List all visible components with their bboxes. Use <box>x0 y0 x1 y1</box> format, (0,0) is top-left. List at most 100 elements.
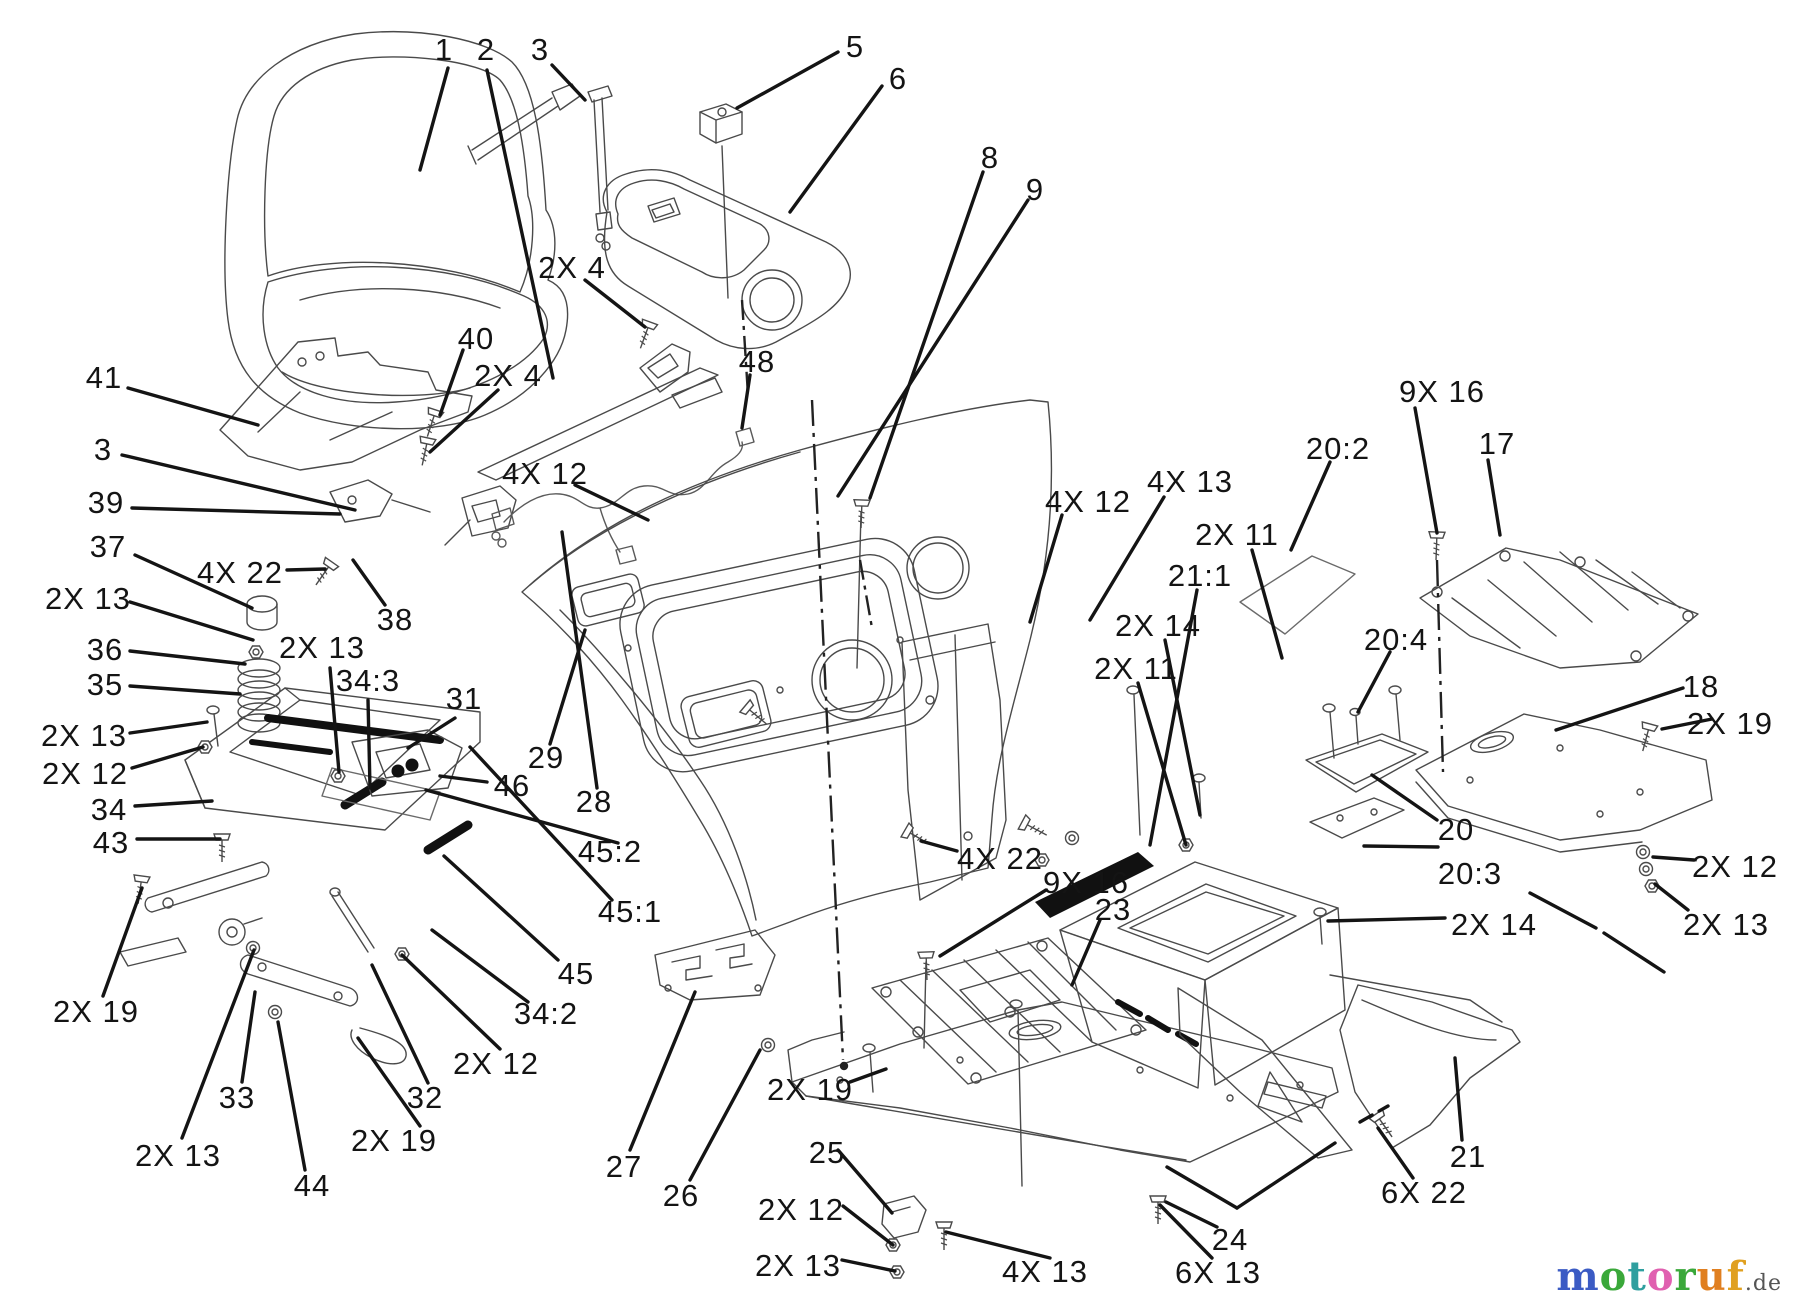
plate-18-drawing <box>1415 713 1713 853</box>
callout-label: 9X 16 <box>1399 374 1485 409</box>
callout-label: 33 <box>219 1080 255 1115</box>
console-box-drawing <box>1035 852 1346 1089</box>
watermark-letter: f <box>1726 1253 1745 1300</box>
watermark-letter: r <box>1674 1253 1697 1300</box>
callout-label: 29 <box>528 740 564 775</box>
watermark-letter: o <box>1599 1253 1628 1300</box>
fender-drawing <box>521 399 1053 937</box>
callout-label: 41 <box>86 360 122 395</box>
callout-label: 23 <box>1095 892 1131 927</box>
callout-label: 8 <box>981 140 999 175</box>
spring-stack-drawing <box>206 595 281 747</box>
callout-label: 34 <box>91 792 127 827</box>
watermark-logo: motoruf.de <box>1556 1253 1782 1300</box>
callout-label: 24 <box>1212 1222 1248 1257</box>
leader-lines <box>101 50 1714 1273</box>
callout-label: 17 <box>1479 426 1515 461</box>
callout-label: 28 <box>576 784 612 819</box>
callout-label: 27 <box>606 1149 642 1184</box>
callout-label: 2X 19 <box>351 1123 437 1158</box>
callout-label: 2X 19 <box>53 994 139 1029</box>
callout-label: 26 <box>663 1178 699 1213</box>
callout-label: 2X 19 <box>1687 706 1773 741</box>
callout-label: 4X 12 <box>502 456 588 491</box>
callout-label: 2X 11 <box>1094 651 1178 686</box>
callout-label: 2 <box>477 32 495 67</box>
sheet-20-2-drawing <box>1239 555 1356 635</box>
callout-label: 1 <box>435 32 453 67</box>
switch-drawing <box>699 103 743 299</box>
callout-label: 6X 22 <box>1381 1175 1467 1210</box>
callout-label: 35 <box>87 667 123 702</box>
callout-label: 2X 12 <box>1692 849 1778 884</box>
callout-label: 2X 11 <box>1195 517 1279 552</box>
harness-drawing <box>491 427 755 565</box>
callout-label: 21 <box>1450 1139 1486 1174</box>
callout-label: 44 <box>294 1168 330 1203</box>
callout-label: 45:1 <box>598 894 662 929</box>
side-panel-drawings <box>1177 974 1521 1159</box>
callout-label: 2X 12 <box>453 1046 539 1081</box>
support-panel-drawing <box>901 623 1007 901</box>
callout-label: 2X 19 <box>767 1072 853 1107</box>
latch-drawings <box>329 343 723 546</box>
callout-label: 2X 4 <box>474 358 542 393</box>
callout-label: 48 <box>739 344 775 379</box>
callout-label: 4X 12 <box>1045 484 1131 519</box>
callout-label: 34:2 <box>514 996 578 1031</box>
callout-label: 2X 13 <box>279 630 365 665</box>
callout-label: 2X 13 <box>135 1138 221 1173</box>
watermark-letter: o <box>1646 1253 1675 1300</box>
callout-label: 4X 22 <box>957 841 1043 876</box>
watermark-letter: t <box>1627 1253 1647 1300</box>
callout-label: 20:3 <box>1438 856 1502 891</box>
callout-label: 2X 13 <box>41 718 127 753</box>
callout-label: 46 <box>494 768 530 803</box>
callout-label: 20:2 <box>1306 431 1370 466</box>
callout-label: 3 <box>94 432 112 467</box>
hinge-strip-drawing <box>477 367 719 481</box>
callout-label: 38 <box>377 602 413 637</box>
callout-label: 2X 13 <box>45 581 131 616</box>
seat-strut-drawing <box>467 83 613 251</box>
callout-label: 5 <box>846 29 864 64</box>
callout-label: 2X 12 <box>42 756 128 791</box>
callout-label: 2X 14 <box>1451 907 1537 942</box>
callout-label: 21:1 <box>1168 558 1232 593</box>
callout-label: 2X 12 <box>758 1192 844 1227</box>
bracket-27-drawing <box>654 929 776 1001</box>
watermark-letter: u <box>1696 1253 1727 1300</box>
callout-label: 2X 14 <box>1115 608 1201 643</box>
center-lines <box>740 299 1445 1071</box>
footrest-17-drawing <box>1419 547 1699 669</box>
callout-label: 40 <box>458 321 494 356</box>
callout-label: 18 <box>1683 669 1719 704</box>
callout-label: 25 <box>809 1135 845 1170</box>
callout-label: 6 <box>889 61 907 96</box>
seat-drawing <box>224 31 569 430</box>
callout-label: 45 <box>558 956 594 991</box>
callout-label: 9X 16 <box>1043 865 1129 900</box>
callout-label: 39 <box>88 485 124 520</box>
callout-label: 3 <box>531 32 549 67</box>
callout-label: 4X 13 <box>1147 464 1233 499</box>
footrest-23-drawing <box>871 937 1147 1085</box>
long-bolts <box>856 511 1361 1187</box>
callout-label: 45:2 <box>578 834 642 869</box>
callout-label: 4X 13 <box>1002 1254 1088 1289</box>
callout-label: 6X 13 <box>1175 1255 1261 1290</box>
callout-label: 37 <box>90 529 126 564</box>
watermark-suffix: .de <box>1744 1271 1782 1296</box>
callout-label: 4X 22 <box>197 555 283 590</box>
callout-label: 20 <box>1438 812 1474 847</box>
callout-label: 20:4 <box>1364 622 1428 657</box>
callout-label: 32 <box>407 1080 443 1115</box>
callout-label: 2X 13 <box>755 1248 841 1283</box>
callout-label: 36 <box>87 632 123 667</box>
linkage-drawings <box>119 861 407 1065</box>
callout-label: 9 <box>1026 172 1044 207</box>
callout-label: 34:3 <box>336 663 400 698</box>
callout-label: 31 <box>446 681 482 716</box>
callout-label: 2X 4 <box>538 250 606 285</box>
